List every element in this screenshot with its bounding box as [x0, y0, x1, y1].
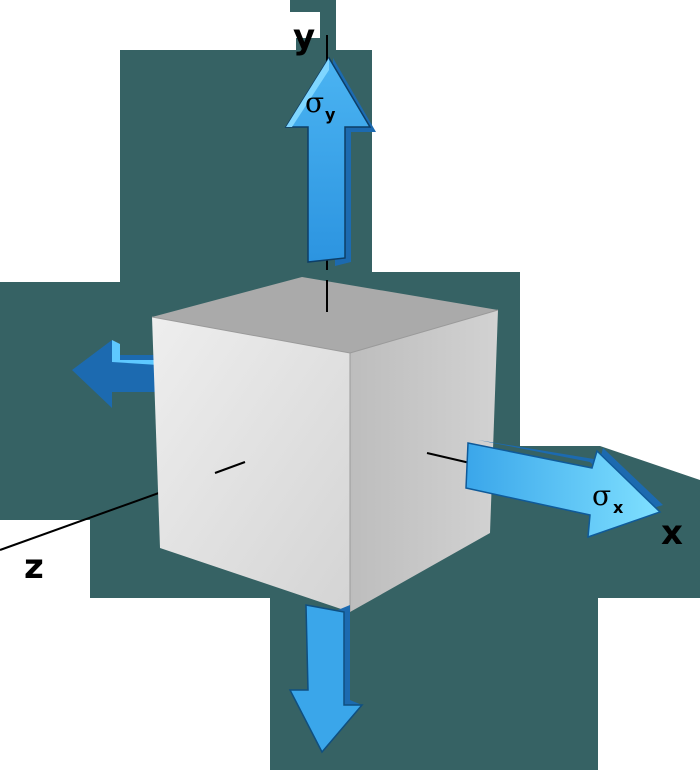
- sigma-y-label: σ y: [305, 86, 336, 124]
- cube-front-face: [152, 317, 350, 612]
- cube: [151, 277, 499, 612]
- y-axis-label: y: [293, 17, 315, 57]
- sigma-y-symbol: σ: [305, 86, 324, 119]
- sigma-x-symbol: σ: [592, 479, 611, 512]
- sigma-y-subscript: y: [325, 105, 336, 124]
- cutout-left-bottom: [0, 598, 270, 770]
- sigma-x-subscript: x: [613, 498, 624, 517]
- cutout-z-corner: [0, 520, 90, 598]
- left-arrow-dark: [72, 340, 158, 408]
- x-axis-stub: [426, 452, 471, 464]
- cutout-left-band: [0, 50, 120, 282]
- sigma-y-arrow-highlight: [286, 58, 329, 127]
- cutout-right-band: [372, 50, 700, 272]
- x-axis-label: x: [661, 513, 683, 553]
- z-axis-label: z: [24, 547, 44, 587]
- cube-top-face: [152, 277, 498, 353]
- sigma-y-arrow: [284, 56, 376, 266]
- sigma-x-arrow-body: [465, 442, 662, 539]
- down-arrow-body: [288, 604, 364, 754]
- sigma-x-label: σ x: [592, 479, 624, 517]
- sigma-x-arrow: [465, 440, 663, 539]
- down-arrow: [288, 604, 364, 754]
- left-arrow-light: [112, 340, 158, 365]
- cutout-right-bottom: [598, 598, 700, 770]
- left-arrow: [72, 340, 158, 408]
- cutout-top-right: [336, 0, 700, 50]
- z-axis-stub: [214, 461, 246, 474]
- cutout-top-left: [0, 0, 320, 50]
- cube-right-face: [350, 310, 498, 612]
